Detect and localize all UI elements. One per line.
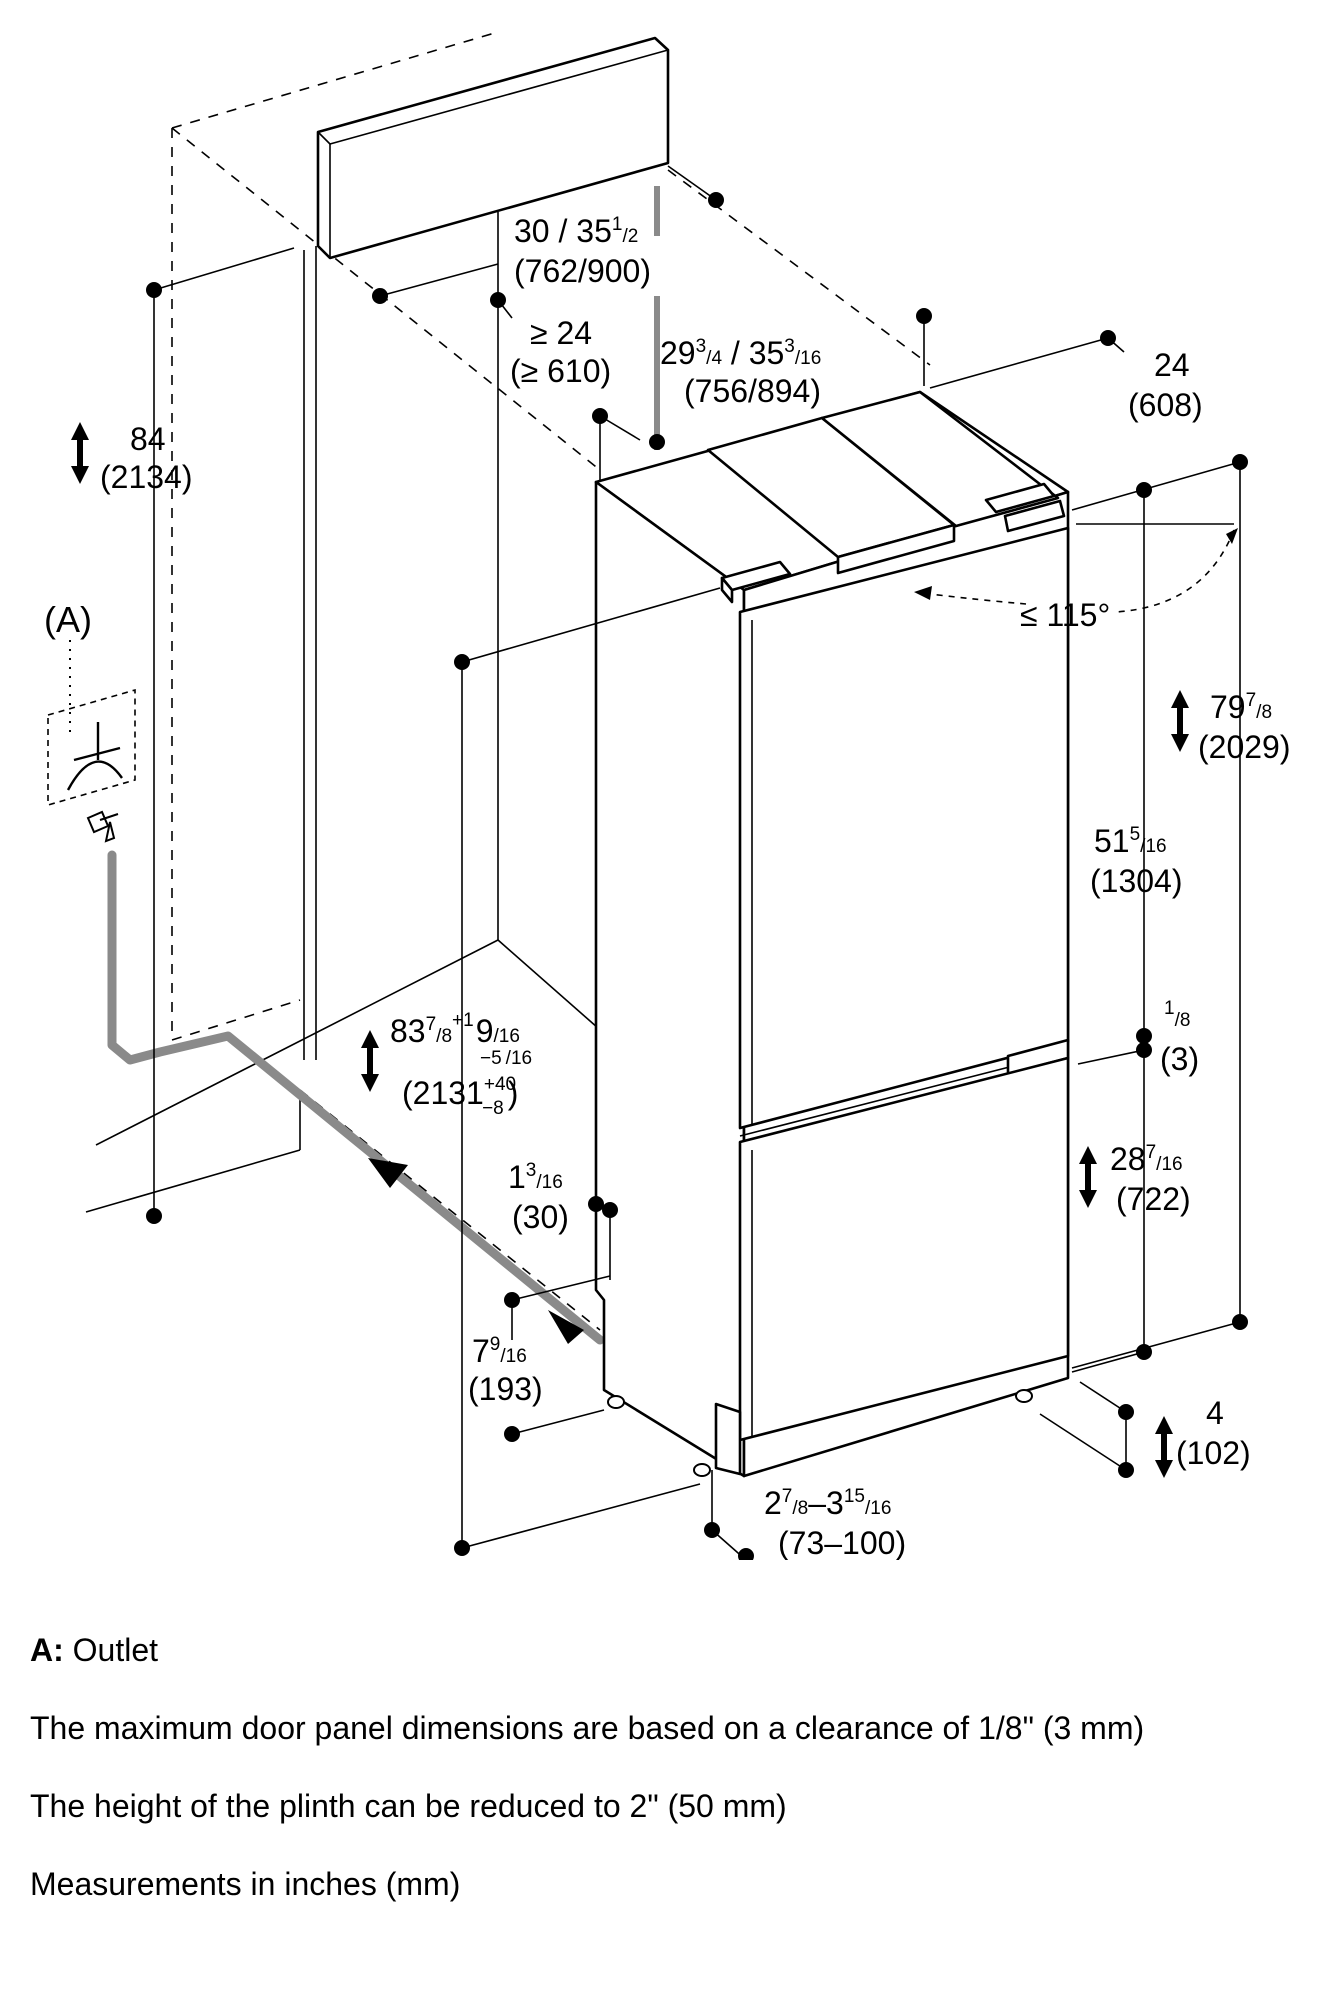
dim-plinth-height: 4 (102) <box>1176 1395 1251 1471</box>
svg-text:797/8: 797/8 <box>1210 689 1272 725</box>
svg-text:79/16: 79/16 <box>472 1333 527 1369</box>
svg-text:837/8+19/16: 837/8+19/16 <box>390 1010 520 1049</box>
svg-text:(73–100): (73–100) <box>778 1525 906 1560</box>
dim-niche-total-height: 837/8+19/16 −5/16 (2131+40−8) <box>390 1010 532 1119</box>
svg-text:515/16: 515/16 <box>1094 823 1167 859</box>
dim-appliance-width: 24 (608) <box>1128 347 1203 423</box>
dim-appliance-height: 797/8 (2029) <box>1198 689 1291 765</box>
installation-dimension-diagram: (A) 84 (2134) 30 / 351/2 (762/900) ≥ 24 … <box>44 31 1291 1560</box>
dim-side-offset: 13/16 (30) <box>508 1159 569 1235</box>
dimension-lines <box>146 165 1248 1560</box>
water-pipe <box>107 186 660 1345</box>
svg-text:(102): (102) <box>1176 1435 1251 1471</box>
dim-niche-depth: 30 / 351/2 (762/900) <box>514 213 651 289</box>
note-text: Measurements in inches (mm) <box>30 1866 461 1902</box>
svg-text:13/16: 13/16 <box>508 1159 563 1195</box>
svg-text:293/4 / 353/16: 293/4 / 353/16 <box>660 335 821 371</box>
svg-text:(2131+40−8): (2131+40−8) <box>402 1074 518 1119</box>
svg-text:(193): (193) <box>468 1371 543 1407</box>
svg-text:287/16: 287/16 <box>1110 1141 1183 1177</box>
dim-door-angle: ≤ 115° <box>1020 597 1110 633</box>
svg-text:30 / 351/2: 30 / 351/2 <box>514 213 638 249</box>
svg-text:(1304): (1304) <box>1090 863 1183 899</box>
refrigerator <box>594 390 1070 1478</box>
svg-text:1/8: 1/8 <box>1164 998 1190 1031</box>
dim-appliance-depth: 293/4 / 353/16 (756/894) <box>660 335 821 409</box>
note-outlet: A: Outlet <box>30 1630 158 1670</box>
note-text: Outlet <box>63 1632 159 1668</box>
svg-text:27/8–315/16: 27/8–315/16 <box>764 1485 891 1521</box>
note-door-panel-clearance: The maximum door panel dimensions are ba… <box>30 1708 1144 1748</box>
outlet-symbol <box>47 640 136 843</box>
svg-text:−5/16: −5/16 <box>480 1048 532 1069</box>
svg-text:24: 24 <box>1154 347 1190 383</box>
outlet-marker-label: (A) <box>44 599 92 640</box>
side-wall <box>85 212 599 1213</box>
svg-text:(3): (3) <box>1160 1041 1199 1077</box>
note-measurement-units: Measurements in inches (mm) <box>30 1864 460 1904</box>
dim-min-depth: ≥ 24 (≥ 610) <box>510 315 611 389</box>
svg-text:(722): (722) <box>1116 1181 1191 1217</box>
dim-plinth-depth: 79/16 (193) <box>468 1333 543 1407</box>
svg-text:(2029): (2029) <box>1198 729 1291 765</box>
svg-text:(2134): (2134) <box>100 459 193 495</box>
upper-cabinet <box>316 36 670 260</box>
dim-upper-door: 515/16 (1304) <box>1090 823 1183 899</box>
dim-niche-height: 84 (2134) <box>100 421 193 495</box>
dim-door-gap: 1/8 (3) <box>1160 998 1199 1077</box>
svg-text:(608): (608) <box>1128 387 1203 423</box>
svg-text:(762/900): (762/900) <box>514 253 651 289</box>
svg-text:(≥ 610): (≥ 610) <box>510 353 611 389</box>
note-text: The height of the plinth can be reduced … <box>30 1788 787 1824</box>
svg-text:(30): (30) <box>512 1199 569 1235</box>
note-plinth-height: The height of the plinth can be reduced … <box>30 1786 787 1826</box>
dim-door-recess: 27/8–315/16 (73–100) <box>764 1485 906 1560</box>
note-text: The maximum door panel dimensions are ba… <box>30 1710 1145 1746</box>
height-arrows <box>71 422 1189 1478</box>
note-key: A: <box>30 1632 64 1668</box>
svg-text:(756/894): (756/894) <box>684 373 821 409</box>
dim-lower-door: 287/16 (722) <box>1110 1141 1191 1217</box>
svg-text:84: 84 <box>130 421 166 457</box>
svg-text:≥ 24: ≥ 24 <box>530 315 592 351</box>
svg-text:4: 4 <box>1206 1395 1224 1431</box>
